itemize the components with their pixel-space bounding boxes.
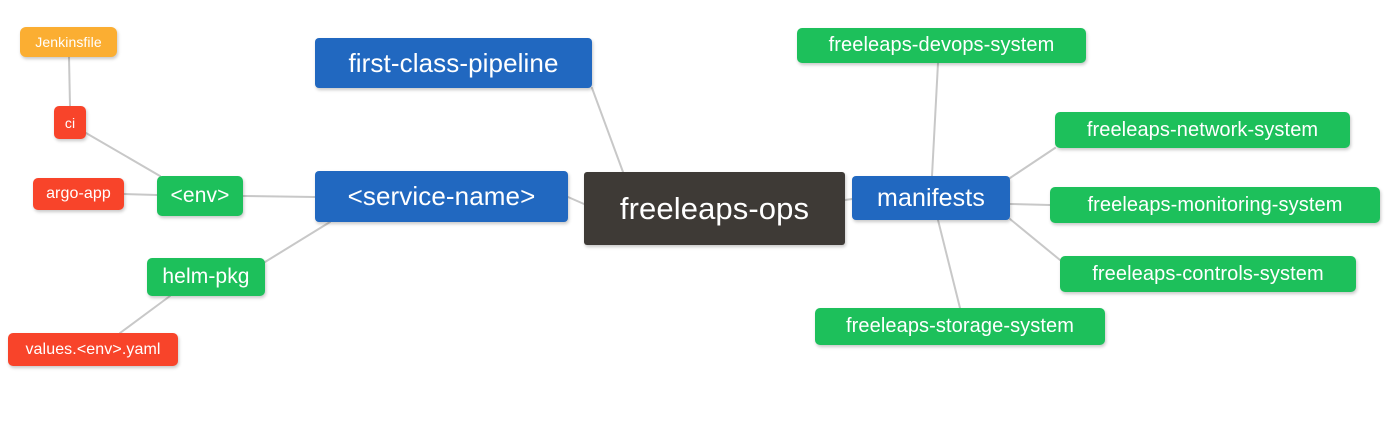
- node-values-yaml[interactable]: values.<env>.yaml: [8, 333, 178, 366]
- node-label: argo-app: [46, 185, 111, 202]
- node-label: <env>: [170, 184, 230, 207]
- edge-argo-app-to-env: [123, 193, 158, 196]
- edge-controls-system-to-manifests: [1009, 218, 1061, 261]
- node-storage-system[interactable]: freeleaps-storage-system: [815, 308, 1105, 345]
- node-helm-pkg[interactable]: helm-pkg: [147, 258, 265, 296]
- node-label: <service-name>: [347, 181, 536, 211]
- edge-storage-system-to-manifests: [937, 219, 961, 309]
- node-label: helm-pkg: [162, 265, 250, 288]
- node-label: first-class-pipeline: [348, 47, 559, 78]
- node-jenkinsfile[interactable]: Jenkinsfile: [20, 27, 117, 57]
- node-label: Jenkinsfile: [35, 34, 102, 50]
- node-ci[interactable]: ci: [54, 106, 86, 139]
- edge-monitoring-system-to-manifests: [1009, 203, 1051, 206]
- node-devops-system[interactable]: freeleaps-devops-system: [797, 28, 1086, 63]
- node-label: freeleaps-storage-system: [845, 315, 1075, 337]
- node-first-class-pipeline[interactable]: first-class-pipeline: [315, 38, 592, 88]
- node-label: values.<env>.yaml: [25, 340, 161, 358]
- node-label: freeleaps-monitoring-system: [1087, 193, 1343, 216]
- edge-service-name-to-helm-pkg: [264, 221, 331, 263]
- edge-ci-to-env: [85, 132, 161, 177]
- node-argo-app[interactable]: argo-app: [33, 178, 124, 210]
- edge-freeleaps-ops-to-manifests: [844, 198, 853, 201]
- node-label: manifests: [877, 183, 985, 212]
- edge-first-class-pipeline-to-freeleaps-ops: [591, 87, 624, 173]
- edge-service-name-to-freeleaps-ops: [567, 196, 585, 205]
- node-label: freeleaps-devops-system: [828, 34, 1055, 56]
- edge-env-to-service-name: [242, 195, 316, 198]
- node-label: ci: [64, 114, 76, 131]
- node-label: freeleaps-ops: [619, 190, 810, 226]
- node-env[interactable]: <env>: [157, 176, 243, 216]
- node-network-system[interactable]: freeleaps-network-system: [1055, 112, 1350, 148]
- edge-network-system-to-manifests: [1009, 147, 1056, 179]
- node-service-name[interactable]: <service-name>: [315, 171, 568, 222]
- node-monitoring-system[interactable]: freeleaps-monitoring-system: [1050, 187, 1380, 223]
- edge-helm-pkg-to-values-yaml: [119, 295, 171, 334]
- node-label: freeleaps-network-system: [1086, 118, 1319, 141]
- node-label: freeleaps-controls-system: [1092, 262, 1324, 285]
- edge-jenkinsfile-to-ci: [68, 56, 71, 107]
- node-controls-system[interactable]: freeleaps-controls-system: [1060, 256, 1356, 292]
- node-manifests[interactable]: manifests: [852, 176, 1010, 220]
- edge-devops-system-to-manifests: [931, 62, 939, 177]
- node-freeleaps-ops[interactable]: freeleaps-ops: [584, 172, 845, 245]
